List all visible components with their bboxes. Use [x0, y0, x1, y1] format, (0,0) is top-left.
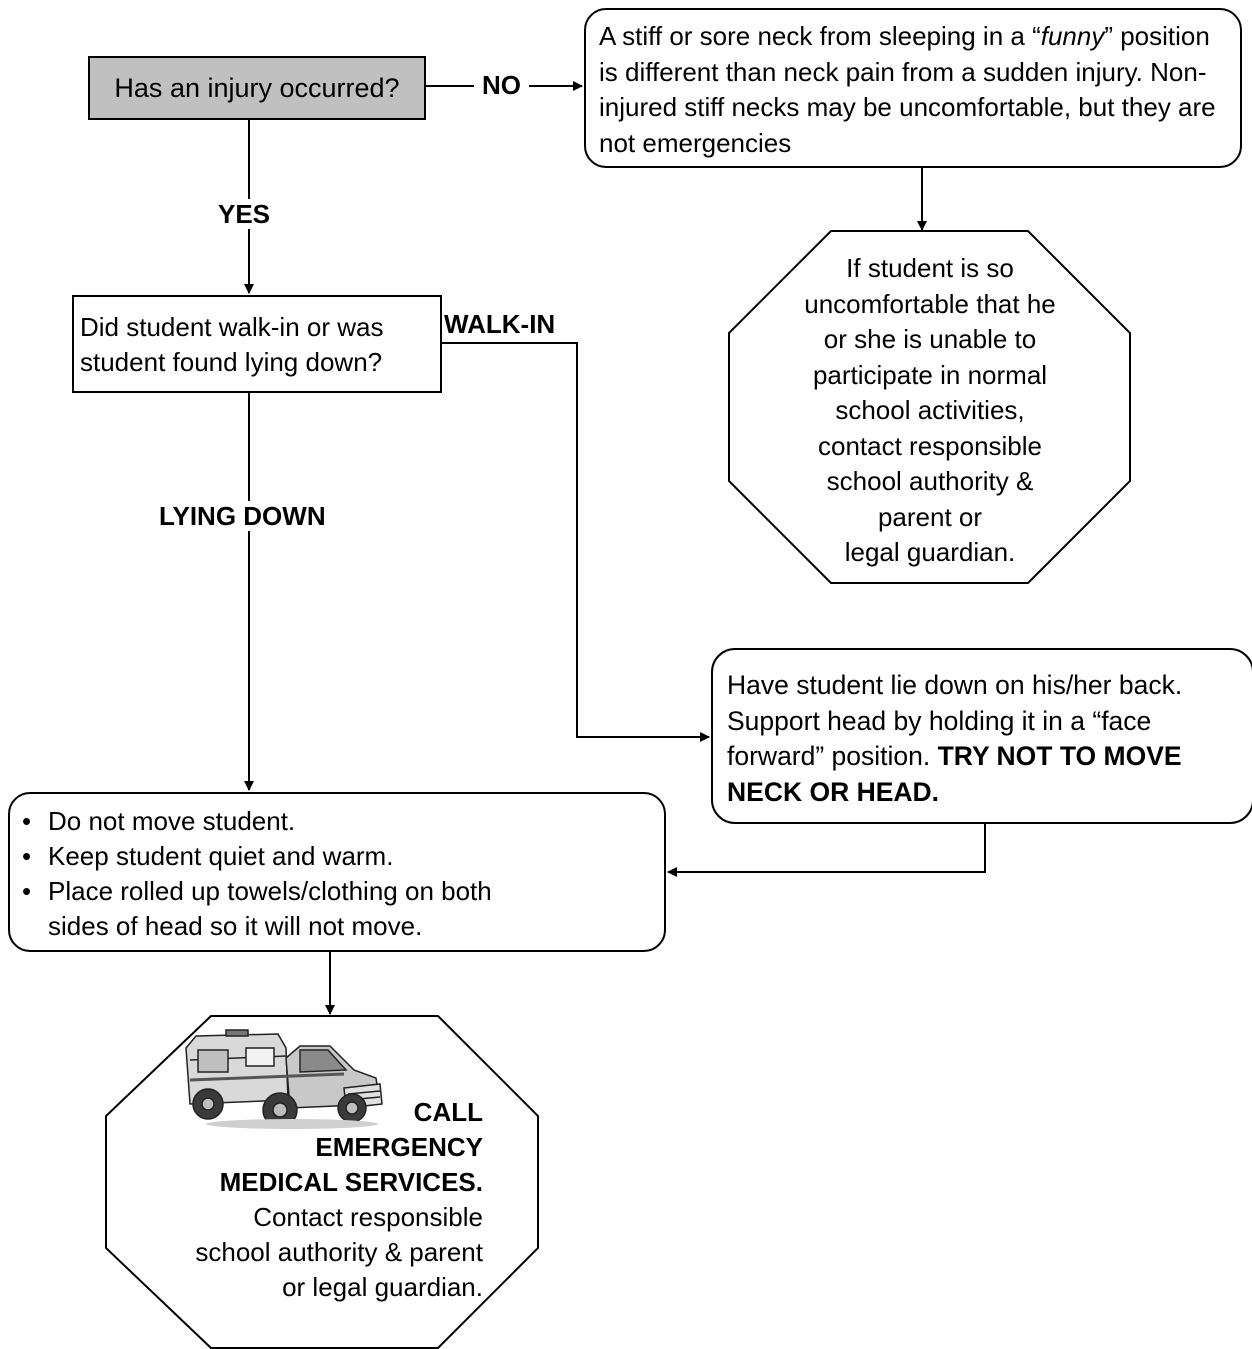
stiff-neck-emphasis: funny	[1040, 21, 1105, 51]
stiff-neck-text-start: A stiff or sore neck from sleeping in a …	[599, 21, 1041, 51]
emergency-call-line: MEDICAL SERVICES.	[219, 1167, 483, 1197]
uncomfortable-octagon-text: If student is so uncomfortable that he o…	[740, 251, 1120, 571]
walk-in-question-text: Did student walk-in or was student found…	[80, 312, 384, 377]
lie-down-warning: TRY NOT TO MOVE NECK OR HEAD.	[727, 741, 1182, 807]
octagon-uncomfortable-shape	[728, 230, 1131, 584]
oct-line: school activities,	[835, 395, 1025, 425]
oct-line: If student is so	[846, 253, 1014, 283]
emergency-contact-line: or legal guardian.	[282, 1272, 483, 1302]
list-item: Do not move student.	[12, 804, 664, 839]
oct-line: participate in normal	[812, 359, 1048, 390]
walk-in-label: WALK-IN	[444, 309, 556, 339]
emergency-contact-line: school authority & parent	[195, 1237, 483, 1267]
walk-in-question-box: Did student walk-in or was student found…	[72, 295, 442, 393]
emergency-call-line: CALL	[413, 1097, 483, 1127]
instruction-list: Do not move student. Keep student quiet …	[12, 804, 664, 944]
list-item: Place rolled up towels/clothing on both …	[12, 874, 664, 944]
stiff-neck-text-end: ” position is different than neck pain f…	[599, 21, 1216, 158]
oct-line: contact responsible	[817, 430, 1043, 461]
oct-line: uncomfortable that he	[804, 288, 1056, 319]
stiff-neck-box: A stiff or sore neck from sleeping in a …	[584, 8, 1242, 168]
do-not-move-box: Do not move student. Keep student quiet …	[8, 792, 666, 952]
lie-down-text: Have student lie down on his/her back. S…	[727, 670, 1183, 771]
oct-line: school authority &	[826, 466, 1034, 496]
no-label: NO	[474, 70, 529, 100]
oct-line: or she is unable to	[823, 324, 1037, 354]
list-item: Keep student quiet and warm.	[12, 839, 664, 874]
oct-line: parent or	[877, 501, 983, 532]
emergency-octagon-text: CALL EMERGENCY MEDICAL SERVICES. Contact…	[130, 1095, 483, 1305]
lying-down-label: LYING DOWN	[157, 501, 328, 531]
lie-down-box: Have student lie down on his/her back. S…	[711, 648, 1252, 824]
injury-question-box: Has an injury occurred?	[88, 56, 426, 120]
emergency-call-line: EMERGENCY	[315, 1132, 483, 1162]
injury-question-text: Has an injury occurred?	[114, 72, 400, 103]
yes-label: YES	[216, 199, 273, 229]
oct-line: legal guardian.	[844, 537, 1016, 567]
emergency-contact-line: Contact responsible	[253, 1202, 483, 1232]
ambulance-icon	[185, 1029, 383, 1129]
